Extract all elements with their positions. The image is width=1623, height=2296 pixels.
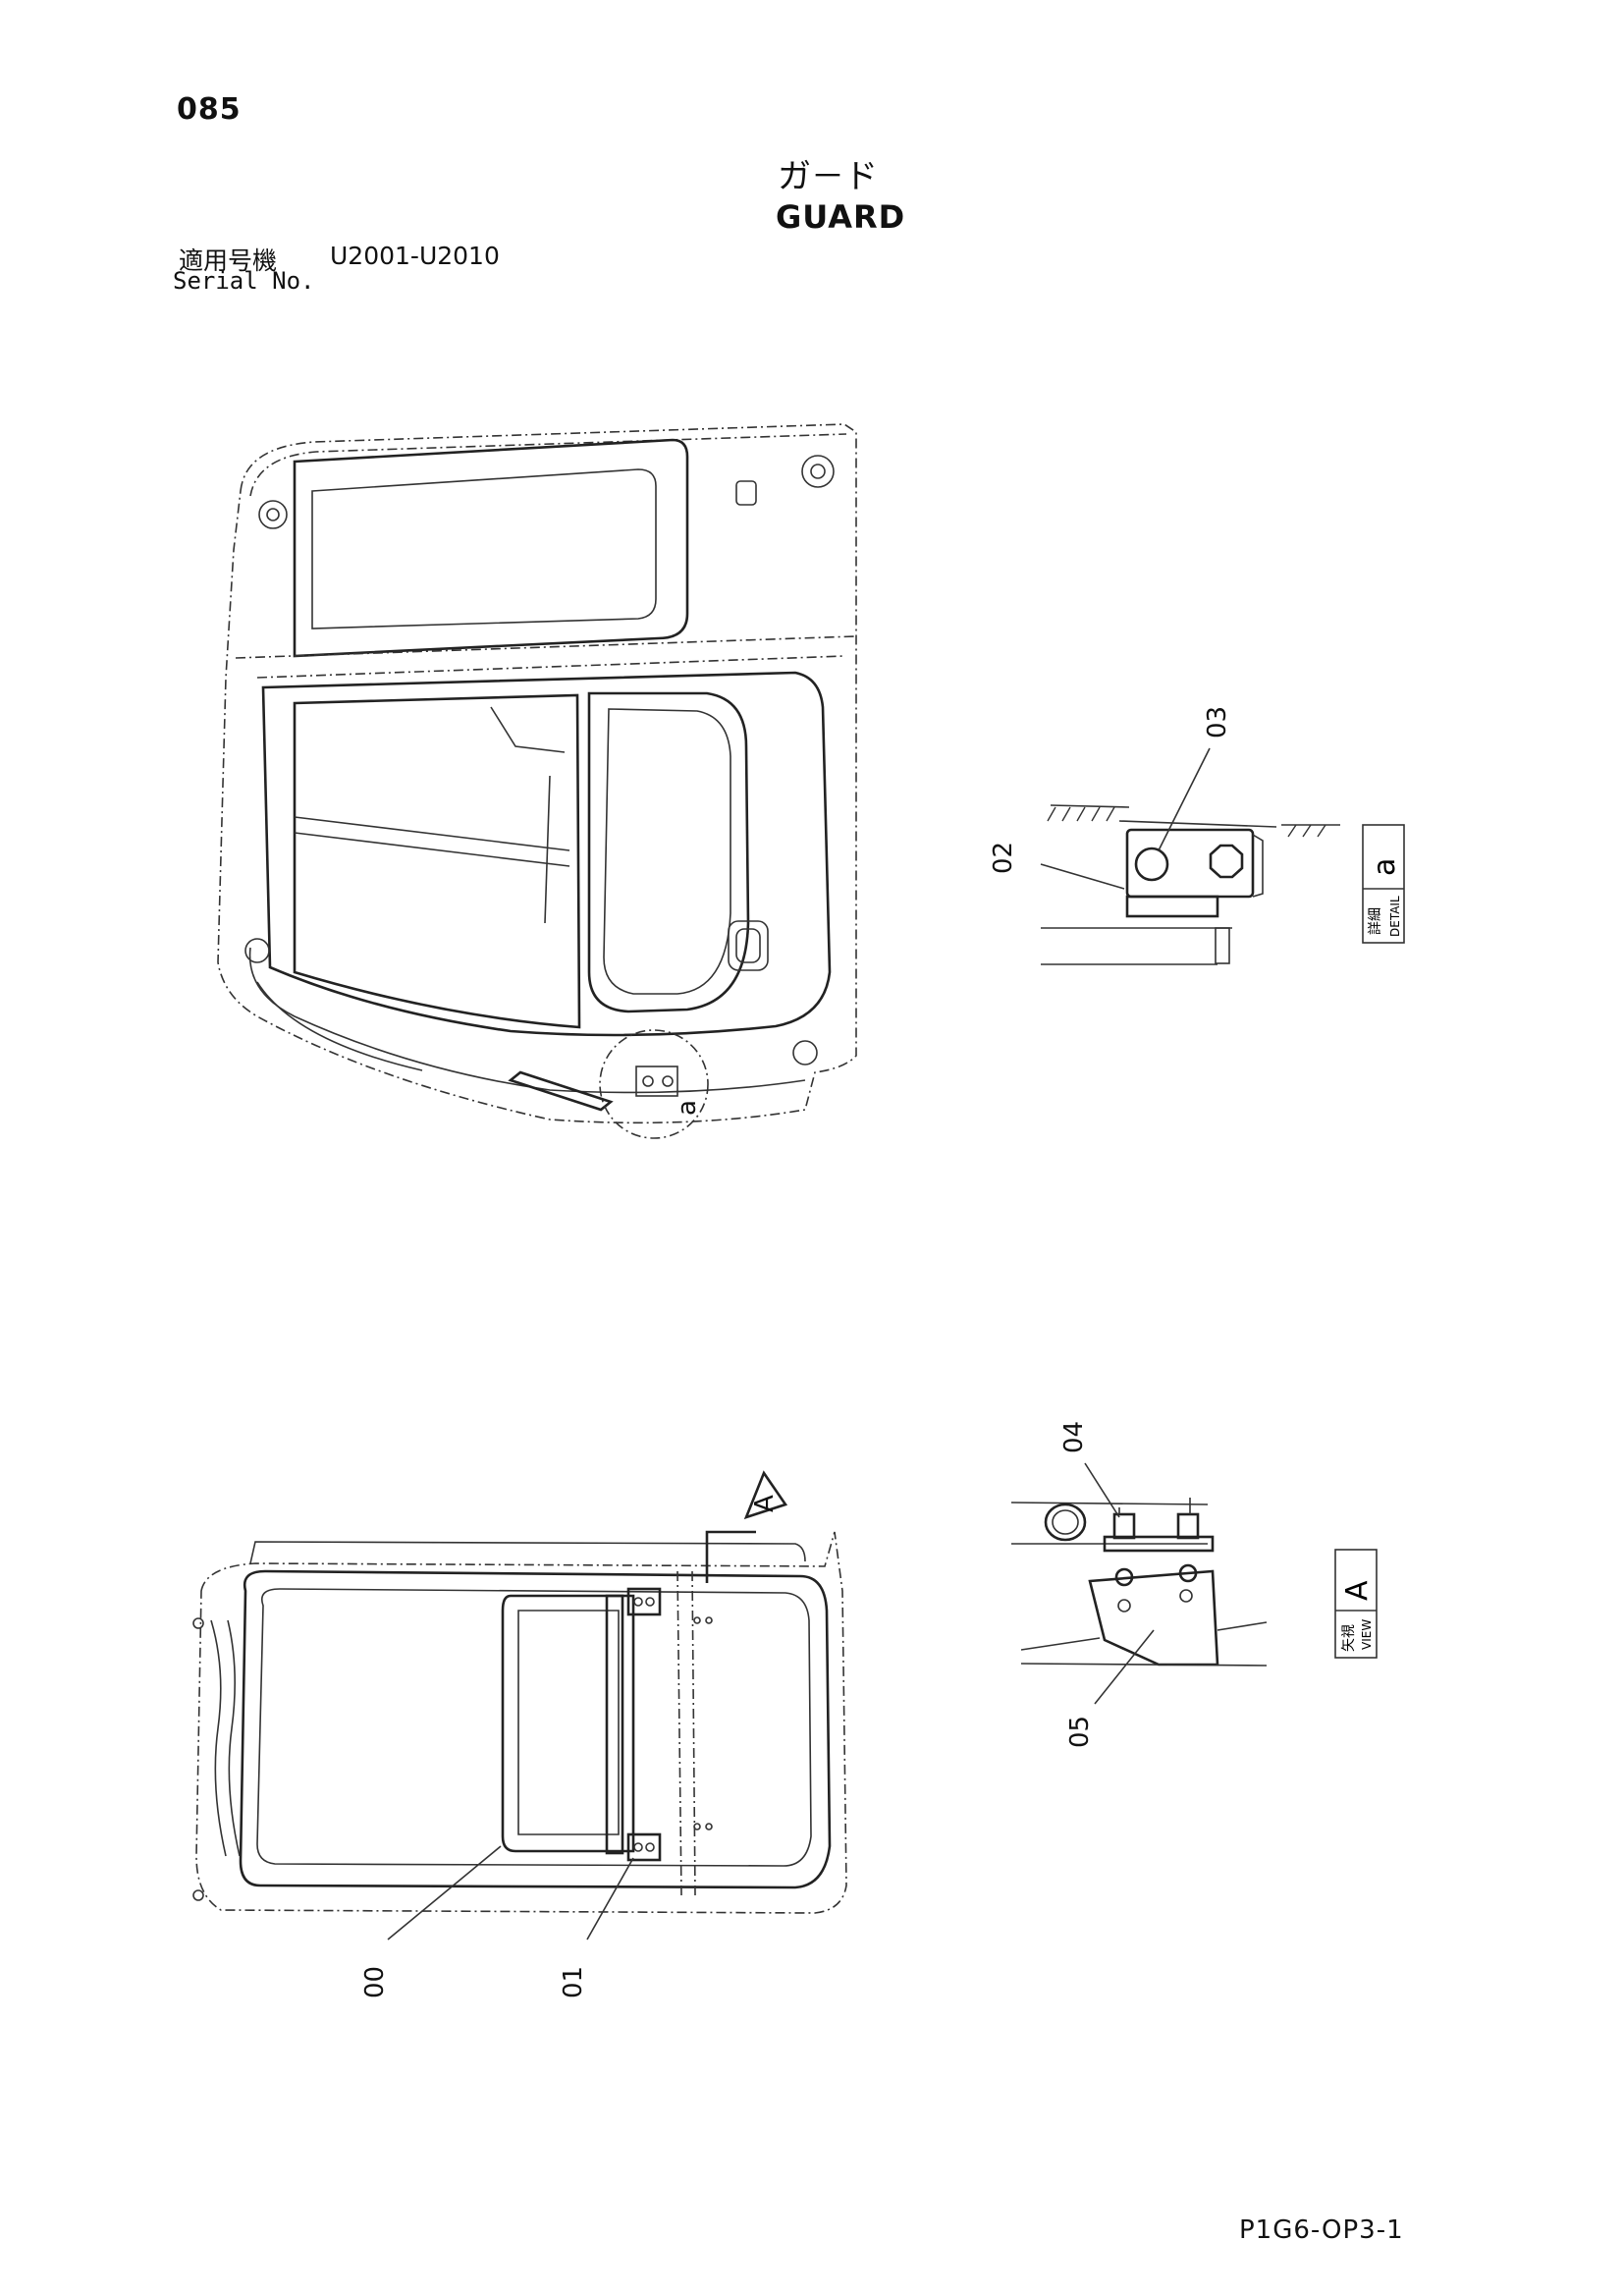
view-a-drawing (1010, 1462, 1268, 1705)
detail-box-kanji: 詳細 (1368, 907, 1383, 935)
cab-side-view (217, 423, 857, 1139)
serial-label-english: Serial No. (173, 267, 315, 295)
part-04-label: 04 (1059, 1421, 1089, 1453)
detail-box: 詳細 DETAIL a (1362, 824, 1405, 944)
view-marker-label: A (750, 1495, 780, 1512)
view-box: 矢視 VIEW A (1334, 1549, 1378, 1659)
title-japanese: ガ－ド (778, 157, 878, 196)
serial-label-japanese: 適用号機 (179, 246, 278, 275)
part-02-label: 02 (989, 842, 1018, 874)
part-03-label: 03 (1203, 706, 1232, 738)
part-05-label: 05 (1065, 1716, 1095, 1748)
document-code: P1G6-OP3-1 (1239, 2215, 1404, 2245)
view-box-kanji: 矢視 (1341, 1624, 1357, 1652)
detail-box-en: DETAIL (1388, 896, 1402, 937)
page-number: 085 (177, 92, 242, 127)
detail-a-drawing (1040, 747, 1340, 965)
serial-range: U2001-U2010 (330, 242, 500, 270)
detail-box-letter: a (1368, 858, 1402, 876)
part-00-label: 00 (360, 1966, 390, 1998)
cab-top-view (192, 1470, 847, 1941)
part-01-label: 01 (559, 1966, 588, 1998)
detail-marker-label: a (673, 1100, 702, 1116)
view-box-letter: A (1340, 1580, 1375, 1601)
title-english: GUARD (776, 198, 906, 236)
view-box-en: VIEW (1360, 1619, 1374, 1650)
